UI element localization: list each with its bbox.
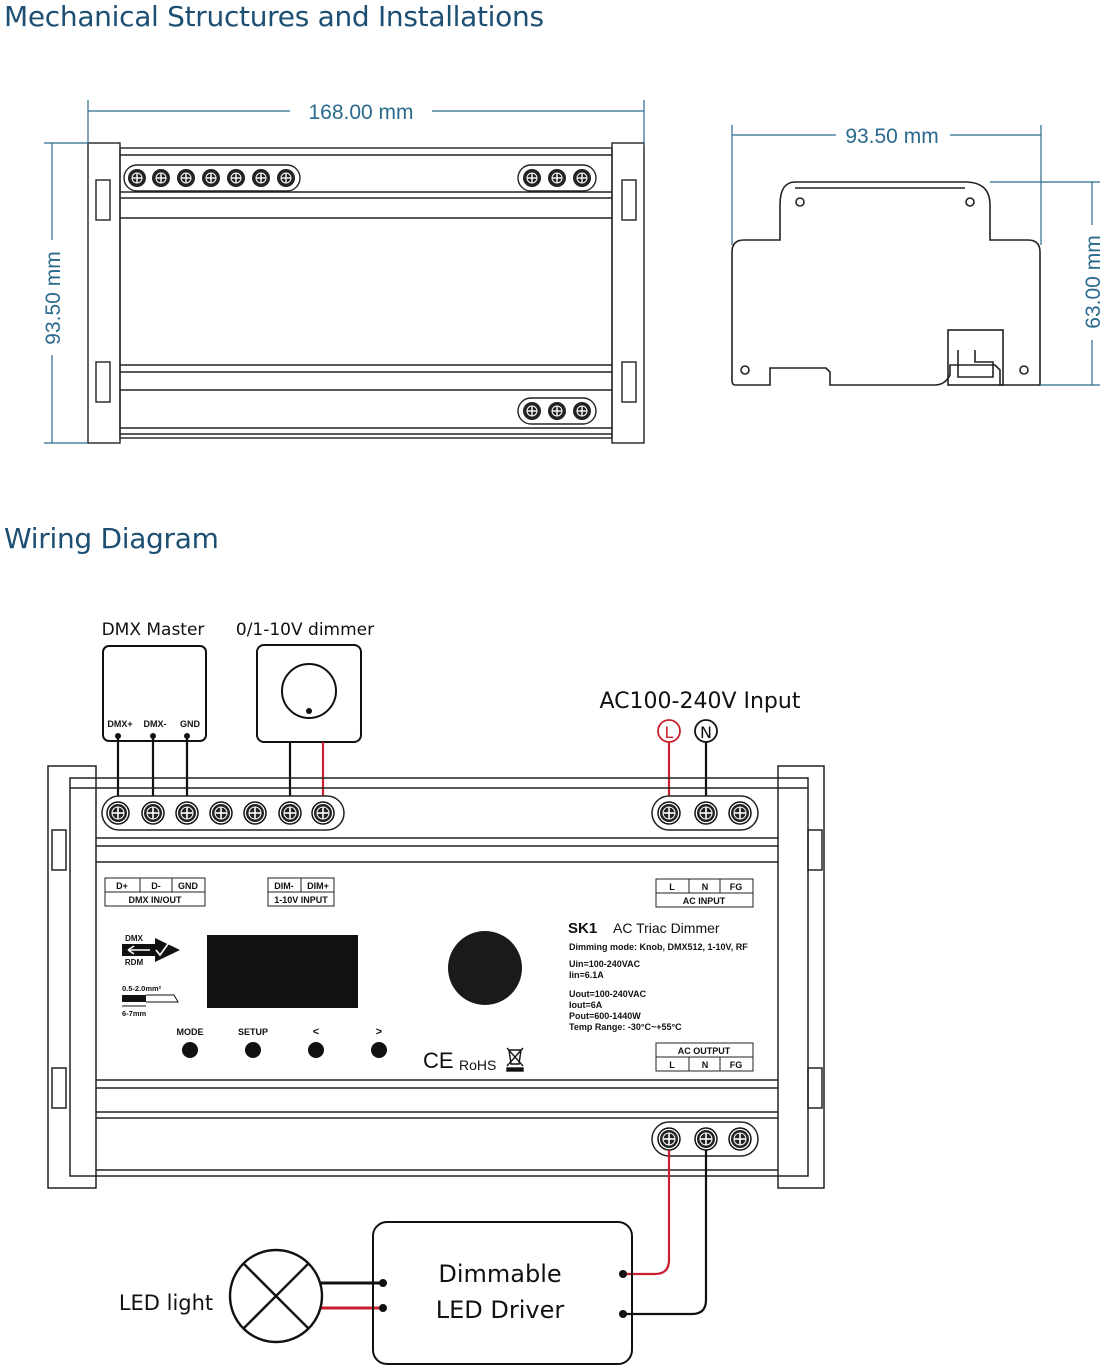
wiring-section-title: Wiring Diagram: [4, 522, 219, 555]
wire-gauge-label: 0.5-2.0mm²: [122, 984, 162, 993]
setup-button[interactable]: [245, 1042, 261, 1058]
dim-block-caption: 1-10V INPUT: [274, 895, 328, 905]
dmx-arrow-bottom-label: RDM: [125, 958, 144, 967]
dmx-pin-plus: DMX+: [107, 719, 132, 729]
ac-in-caption: AC INPUT: [683, 896, 726, 906]
mode-button[interactable]: [182, 1042, 198, 1058]
dimension-front-width: [87, 100, 645, 145]
dmx-arrow-top-label: DMX: [125, 934, 143, 943]
rohs-label: RoHS: [459, 1057, 496, 1073]
driver-label-line1: Dimmable: [438, 1260, 561, 1288]
output-wires: [318, 1150, 708, 1316]
led-lamp-icon: [228, 1248, 324, 1344]
ac-input-label: AC100-240V Input: [600, 689, 801, 714]
dim-cell-plus: DIM+: [307, 881, 329, 891]
ac-out-cell-n: N: [702, 1060, 709, 1070]
dmx-master-box: [102, 645, 207, 742]
spec-dimming-mode: Dimming mode: Knob, DMX512, 1-10V, RF: [569, 942, 748, 952]
ce-mark-icon: CE: [423, 1048, 454, 1073]
dimension-side-height: [990, 181, 1100, 386]
device-terminal-strip-ac-input: [651, 795, 759, 831]
spec-uin: Uin=100-240VAC: [569, 959, 641, 969]
front-bottom-terminal-strip: [517, 397, 597, 425]
front-view-drawing: [87, 142, 645, 444]
front-top-terminal-strip-right: [517, 164, 597, 192]
live-label: L: [665, 723, 674, 742]
dimming-knob[interactable]: [448, 931, 522, 1005]
ac-output-label-block: [655, 1042, 754, 1072]
model-name: SK1: [568, 920, 597, 937]
dimmer-knob-icon: [281, 663, 337, 719]
dmx-cell-gnd: GND: [178, 881, 199, 891]
side-height-label: 63.00 mm: [1082, 235, 1104, 328]
dmx-master-label: DMX Master: [102, 620, 205, 640]
dim-cell-minus: DIM-: [274, 881, 294, 891]
spec-temp-range: Temp Range: -30°C~+55°C: [569, 1022, 682, 1032]
dmx-in-out-label-block: [104, 877, 206, 907]
dmx-rdm-arrow-icon: [122, 938, 180, 962]
dim-input-label-block: [267, 877, 335, 907]
weee-bin-icon: [506, 1047, 524, 1072]
mechanical-section-title: Mechanical Structures and Installations: [4, 0, 544, 33]
lcd-display: [207, 935, 358, 1008]
next-button-label: >: [376, 1026, 382, 1038]
next-button[interactable]: [371, 1042, 387, 1058]
sk1-device-housing: [47, 765, 825, 1189]
setup-button-label: SETUP: [238, 1027, 268, 1037]
led-driver-box: [372, 1221, 633, 1365]
dmx-cell-d-minus: D-: [151, 881, 161, 891]
dmx-pin-minus: DMX-: [144, 719, 167, 729]
device-terminal-strip-left: [101, 795, 345, 831]
driver-label-line2: LED Driver: [436, 1296, 565, 1324]
spec-uout: Uout=100-240VAC: [569, 989, 647, 999]
dmx-cell-d-plus: D+: [116, 881, 128, 891]
led-light-label: LED light: [119, 1291, 213, 1315]
dimmer-label: 0/1-10V dimmer: [236, 620, 374, 640]
front-right-endcap: [611, 142, 645, 444]
ac-out-caption: AC OUTPUT: [678, 1046, 731, 1056]
front-height-label: 93.50 mm: [42, 251, 65, 344]
ac-in-cell-fg: FG: [730, 882, 743, 892]
ac-out-cell-l: L: [669, 1060, 675, 1070]
spec-iin: Iin=6.1A: [569, 970, 604, 980]
prev-button-label: <: [313, 1026, 319, 1038]
side-view-drawing: [731, 181, 1041, 386]
wire-strip-icon: [122, 994, 179, 1007]
side-width-label: 93.50 mm: [845, 125, 938, 148]
spec-pout: Pout=600-1440W: [569, 1011, 641, 1021]
ac-input-label-block: [655, 878, 754, 908]
spec-list: Dimming mode: Knob, DMX512, 1-10V, RF Ui…: [569, 942, 748, 1032]
neutral-label: N: [700, 723, 712, 742]
front-top-terminal-strip-left: [123, 164, 301, 192]
dimension-front-height: [44, 142, 88, 444]
dmx-pin-gnd: GND: [180, 719, 201, 729]
front-left-endcap: [87, 142, 121, 444]
strip-length-label: 6-7mm: [122, 1009, 147, 1018]
dimmer-box: [256, 644, 362, 743]
front-width-label: 168.00 mm: [308, 101, 413, 124]
ac-in-cell-n: N: [702, 882, 709, 892]
input-wires: [116, 736, 708, 800]
prev-button[interactable]: [308, 1042, 324, 1058]
ac-out-cell-fg: FG: [730, 1060, 743, 1070]
dmx-block-caption: DMX IN/OUT: [129, 895, 183, 905]
mode-button-label: MODE: [177, 1027, 204, 1037]
ac-in-cell-l: L: [669, 882, 675, 892]
product-name: AC Triac Dimmer: [613, 920, 720, 936]
spec-iout: Iout=6A: [569, 1000, 603, 1010]
dimension-side-width: [731, 125, 1042, 245]
